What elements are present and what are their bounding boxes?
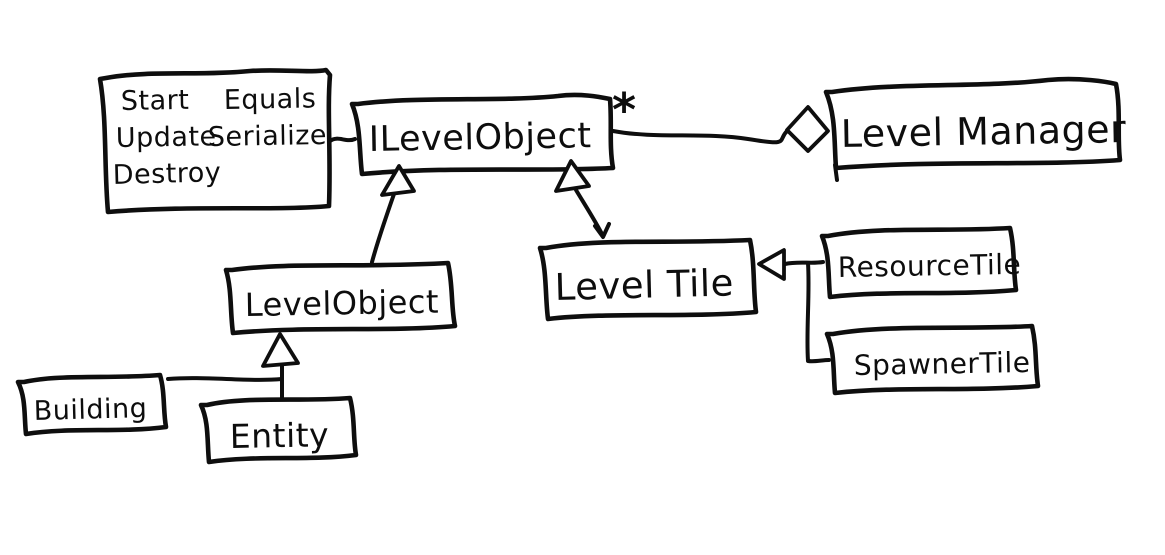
method-label-start: Start xyxy=(121,85,190,117)
edge-inheritance-building-line xyxy=(166,376,284,382)
class-box-resourcetile xyxy=(819,225,1019,300)
inheritance-triangle-icon-leveltile xyxy=(554,159,591,193)
method-label-equals: Equals xyxy=(224,83,317,116)
edge-inheritance-leveltile xyxy=(554,159,611,239)
class-label-levelobject: LevelObject xyxy=(244,283,439,324)
class-node-ilevelobject: ILevelObject xyxy=(349,92,616,177)
class-label-entity: Entity xyxy=(229,415,329,456)
class-node-entity: Entity xyxy=(198,395,359,465)
edge-note-connector xyxy=(328,136,357,143)
edge-inheritance-resourcetile-line xyxy=(783,260,825,266)
class-box-entity xyxy=(198,395,359,465)
class-box-ilevelobject xyxy=(349,92,616,177)
class-node-levelmanager: Level Manager xyxy=(823,76,1127,182)
class-label-spawnertile: SpawnerTile xyxy=(854,346,1031,382)
multiplicity-label: * xyxy=(612,83,637,137)
inheritance-triangle-icon-levelobject xyxy=(380,164,416,197)
class-node-building: Building xyxy=(15,372,169,437)
class-label-leveltile: Level Tile xyxy=(554,261,734,309)
edge-inheritance-building-entity xyxy=(166,332,300,401)
class-node-leveltile: Level Tile xyxy=(537,237,759,322)
method-label-update: Update xyxy=(116,121,217,154)
method-label-destroy: Destroy xyxy=(112,157,221,191)
class-box-building xyxy=(15,372,169,437)
class-label-ilevelobject: ILevelObject xyxy=(368,116,591,160)
class-node-spawnertile: SpawnerTile xyxy=(824,323,1041,396)
aggregation-diamond-icon xyxy=(785,105,830,153)
class-box-levelobject xyxy=(223,260,458,336)
class-box-levelmanager-corner-tick xyxy=(833,163,839,182)
edge-inheritance-levelobject xyxy=(370,164,416,264)
class-box-leveltile xyxy=(537,237,759,322)
edge-inheritance-tiles xyxy=(757,248,831,364)
class-box-spawnertile xyxy=(824,323,1041,396)
edge-aggregation: * xyxy=(611,83,830,153)
method-label-serialize: Serialize xyxy=(208,120,328,153)
class-label-levelmanager: Level Manager xyxy=(840,107,1126,156)
inheritance-triangle-icon-tiles xyxy=(757,248,786,281)
methods-note: Start Equals Update Serialize Destroy xyxy=(97,67,333,215)
class-label-resourcetile: ResourceTile xyxy=(838,248,1022,284)
methods-note-border xyxy=(97,67,333,215)
edge-inheritance-levelobject-line xyxy=(370,192,396,264)
class-node-resourcetile: ResourceTile xyxy=(819,225,1022,300)
edge-aggregation-line xyxy=(611,129,789,145)
inheritance-triangle-icon-building-entity xyxy=(261,332,300,368)
edge-inheritance-leveltile-arrowhead xyxy=(593,222,611,239)
class-node-levelobject: LevelObject xyxy=(223,260,458,336)
edge-branch-spawnertile-line xyxy=(805,261,831,364)
class-label-building: Building xyxy=(33,393,147,427)
